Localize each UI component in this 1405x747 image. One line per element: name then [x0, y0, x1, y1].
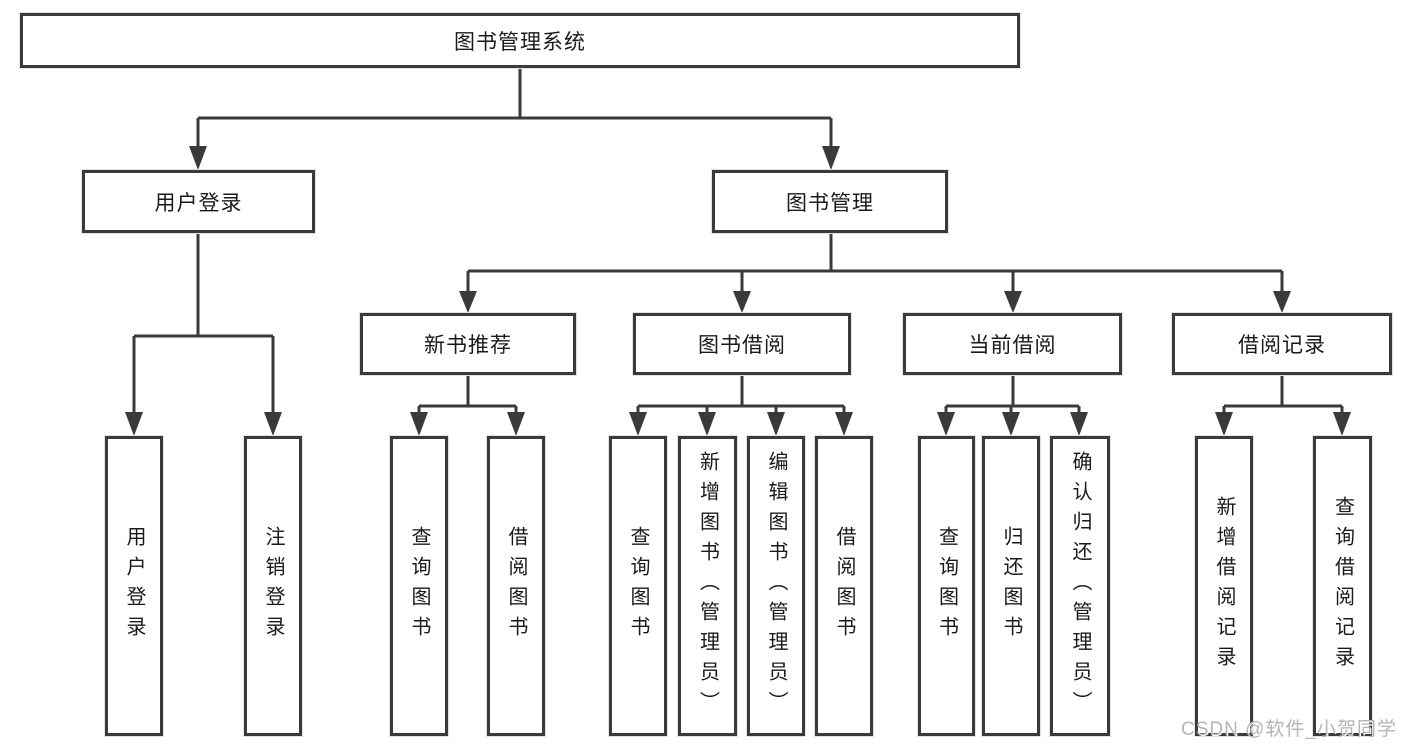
connector-new-book-children — [410, 375, 525, 436]
node-book-borrowing: 图书借阅 — [633, 313, 851, 375]
leaf-label: 借阅图书 — [833, 526, 855, 646]
leaf-user-login: 用户登录 — [105, 436, 163, 736]
connector-borrow-records-children — [1215, 375, 1351, 436]
node-label: 图书管理系统 — [454, 30, 586, 54]
leaf-add-books-admin: 新增图书（管理员） — [678, 436, 737, 736]
node-current-borrowing: 当前借阅 — [903, 313, 1122, 375]
node-book-management: 图书管理 — [712, 170, 948, 233]
leaf-label: 查询图书 — [935, 526, 958, 646]
leaf-label: 查询图书 — [408, 526, 430, 646]
arrowhead — [698, 412, 716, 436]
node-label: 用户登录 — [154, 191, 243, 215]
leaf-add-borrow-record: 新增借阅记录 — [1195, 436, 1253, 736]
arrowhead — [629, 412, 647, 436]
leaf-label: 新增图书（管理员） — [696, 451, 719, 721]
leaf-label: 注销登录 — [262, 526, 284, 646]
arrowhead — [937, 412, 955, 436]
leaf-return-books: 归还图书 — [982, 436, 1040, 736]
leaf-label: 确认归还（管理员） — [1069, 451, 1091, 721]
arrowhead — [507, 412, 525, 436]
leaf-borrow-books: 借阅图书 — [815, 436, 873, 736]
arrowhead — [767, 412, 785, 436]
arrowhead — [189, 146, 207, 170]
node-label: 图书借阅 — [698, 334, 786, 357]
leaf-label: 归还图书 — [1000, 526, 1022, 646]
connector-root-children — [189, 68, 840, 170]
node-library-system: 图书管理系统 — [20, 13, 1020, 68]
node-label: 借阅记录 — [1238, 334, 1326, 357]
leaf-confirm-return-admin: 确认归还（管理员） — [1050, 436, 1110, 736]
node-label: 新书推荐 — [424, 334, 512, 357]
leaf-label: 用户登录 — [123, 526, 145, 646]
connector-current-borrow-children — [937, 375, 1088, 436]
leaf-query-borrow-record: 查询借阅记录 — [1313, 436, 1372, 736]
leaf-label: 查询图书 — [627, 526, 649, 646]
leaf-query-books-recommend: 查询图书 — [390, 436, 448, 736]
connector-user-login-children — [125, 233, 282, 436]
leaf-borrow-books-recommend: 借阅图书 — [487, 436, 545, 736]
arrowhead — [1273, 291, 1291, 313]
arrowhead — [835, 412, 853, 436]
node-borrow-records: 借阅记录 — [1172, 313, 1392, 375]
arrowhead — [1070, 412, 1088, 436]
leaf-logout: 注销登录 — [244, 436, 302, 736]
arrowhead — [1004, 291, 1022, 313]
leaf-label: 借阅图书 — [505, 526, 527, 646]
node-new-book-recommend: 新书推荐 — [360, 313, 576, 375]
leaf-label: 查询借阅记录 — [1331, 496, 1354, 676]
node-user-login: 用户登录 — [82, 170, 315, 233]
leaf-label: 新增借阅记录 — [1213, 496, 1235, 676]
arrowhead — [264, 412, 282, 436]
csdn-watermark: CSDN @软件_小贺同学 — [1181, 719, 1397, 740]
node-label: 图书管理 — [786, 191, 874, 215]
arrowhead — [125, 412, 143, 436]
leaf-query-books-current: 查询图书 — [918, 436, 975, 736]
connector-book-mgmt-children — [459, 233, 1291, 313]
arrowhead — [822, 146, 840, 170]
arrowhead — [1333, 412, 1351, 436]
connector-book-borrow-children — [629, 375, 853, 436]
leaf-query-books-borrow: 查询图书 — [609, 436, 667, 736]
arrowhead — [1002, 412, 1020, 436]
arrowhead — [410, 412, 428, 436]
leaf-label: 编辑图书（管理员） — [765, 451, 787, 721]
node-label: 当前借阅 — [968, 334, 1057, 357]
arrowhead — [459, 291, 477, 313]
arrowhead — [1215, 412, 1233, 436]
arrowhead — [733, 291, 751, 313]
leaf-edit-books-admin: 编辑图书（管理员） — [747, 436, 805, 736]
